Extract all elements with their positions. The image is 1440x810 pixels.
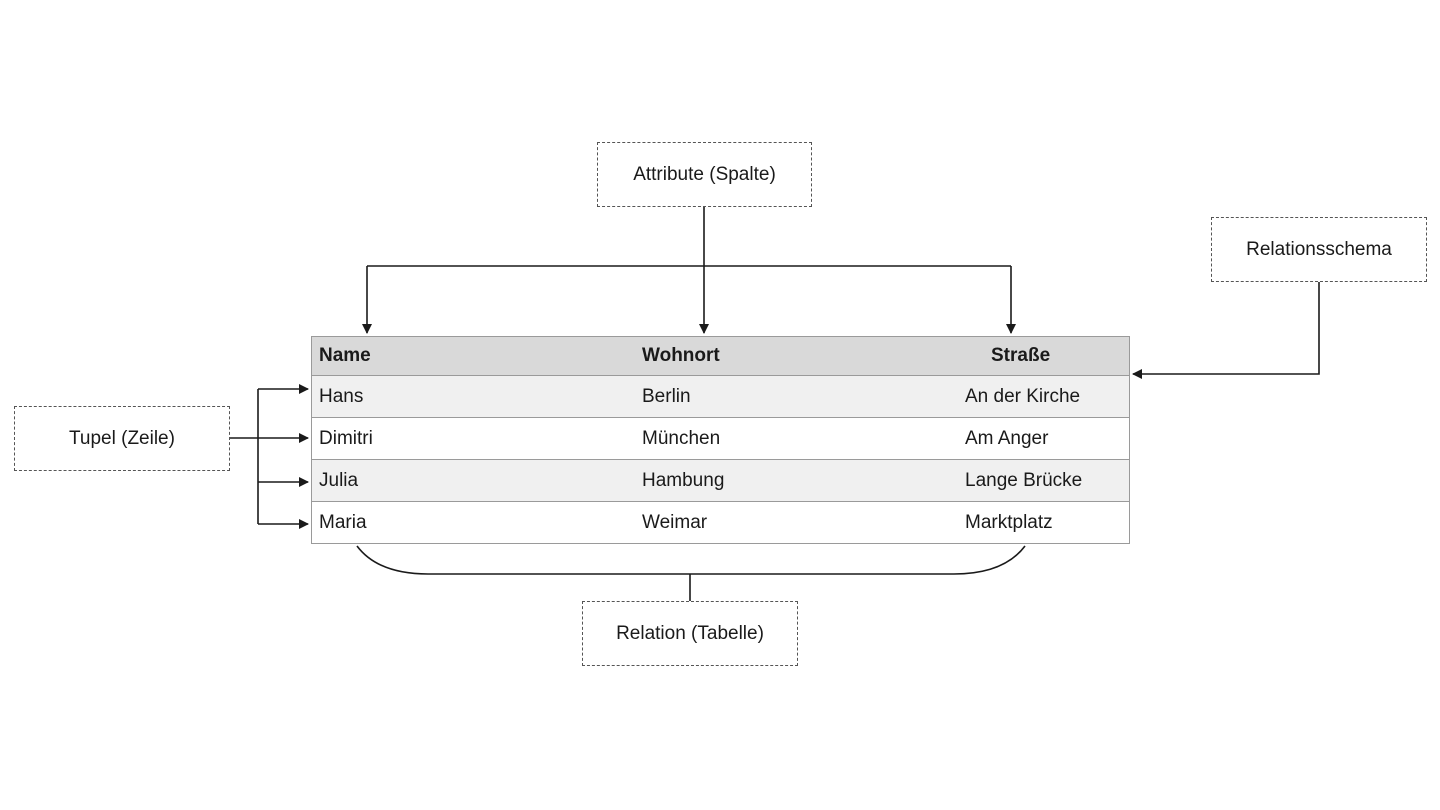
relation-label-box: Relation (Tabelle)	[582, 601, 798, 666]
cell-name: Maria	[319, 511, 367, 533]
cell-strasse: An der Kirche	[965, 385, 1081, 407]
table-row: Maria Weimar Marktplatz	[312, 501, 1129, 543]
cell-strasse: Lange Brücke	[965, 469, 1083, 491]
relation-label: Relation (Tabelle)	[616, 622, 764, 644]
schema-label-box: Relationsschema	[1211, 217, 1427, 282]
cell-wohnort: Berlin	[642, 385, 691, 407]
tupel-label: Tupel (Zeile)	[69, 427, 175, 449]
cell-strasse: Am Anger	[965, 427, 1049, 449]
table-row: Dimitri München Am Anger	[312, 417, 1129, 459]
attribute-label-box: Attribute (Spalte)	[597, 142, 812, 207]
attribute-connectors	[362, 207, 1016, 334]
table-row: Julia Hambung Lange Brücke	[312, 459, 1129, 501]
header-name: Name	[319, 345, 371, 366]
tupel-connectors	[230, 384, 309, 529]
schema-arrow	[1132, 282, 1320, 379]
cell-name: Julia	[319, 469, 359, 491]
table-header-row: Name Wohnort Straße	[312, 337, 1129, 375]
cell-name: Hans	[319, 385, 364, 407]
schema-label: Relationsschema	[1246, 238, 1392, 260]
header-wohnort: Wohnort	[642, 345, 720, 366]
table-row: Hans Berlin An der Kirche	[312, 375, 1129, 417]
relation-brace-curve	[356, 545, 1026, 575]
header-strasse: Straße	[991, 345, 1051, 366]
cell-wohnort: Hambung	[642, 469, 725, 491]
relation-table: Name Wohnort Straße Hans Berlin An der K…	[311, 336, 1130, 544]
relation-brace	[356, 545, 1026, 601]
cell-wohnort: München	[642, 427, 721, 449]
cell-strasse: Marktplatz	[965, 511, 1053, 533]
cell-wohnort: Weimar	[642, 511, 708, 533]
tupel-label-box: Tupel (Zeile)	[14, 406, 230, 471]
attribute-label: Attribute (Spalte)	[633, 163, 776, 185]
cell-name: Dimitri	[319, 427, 373, 449]
